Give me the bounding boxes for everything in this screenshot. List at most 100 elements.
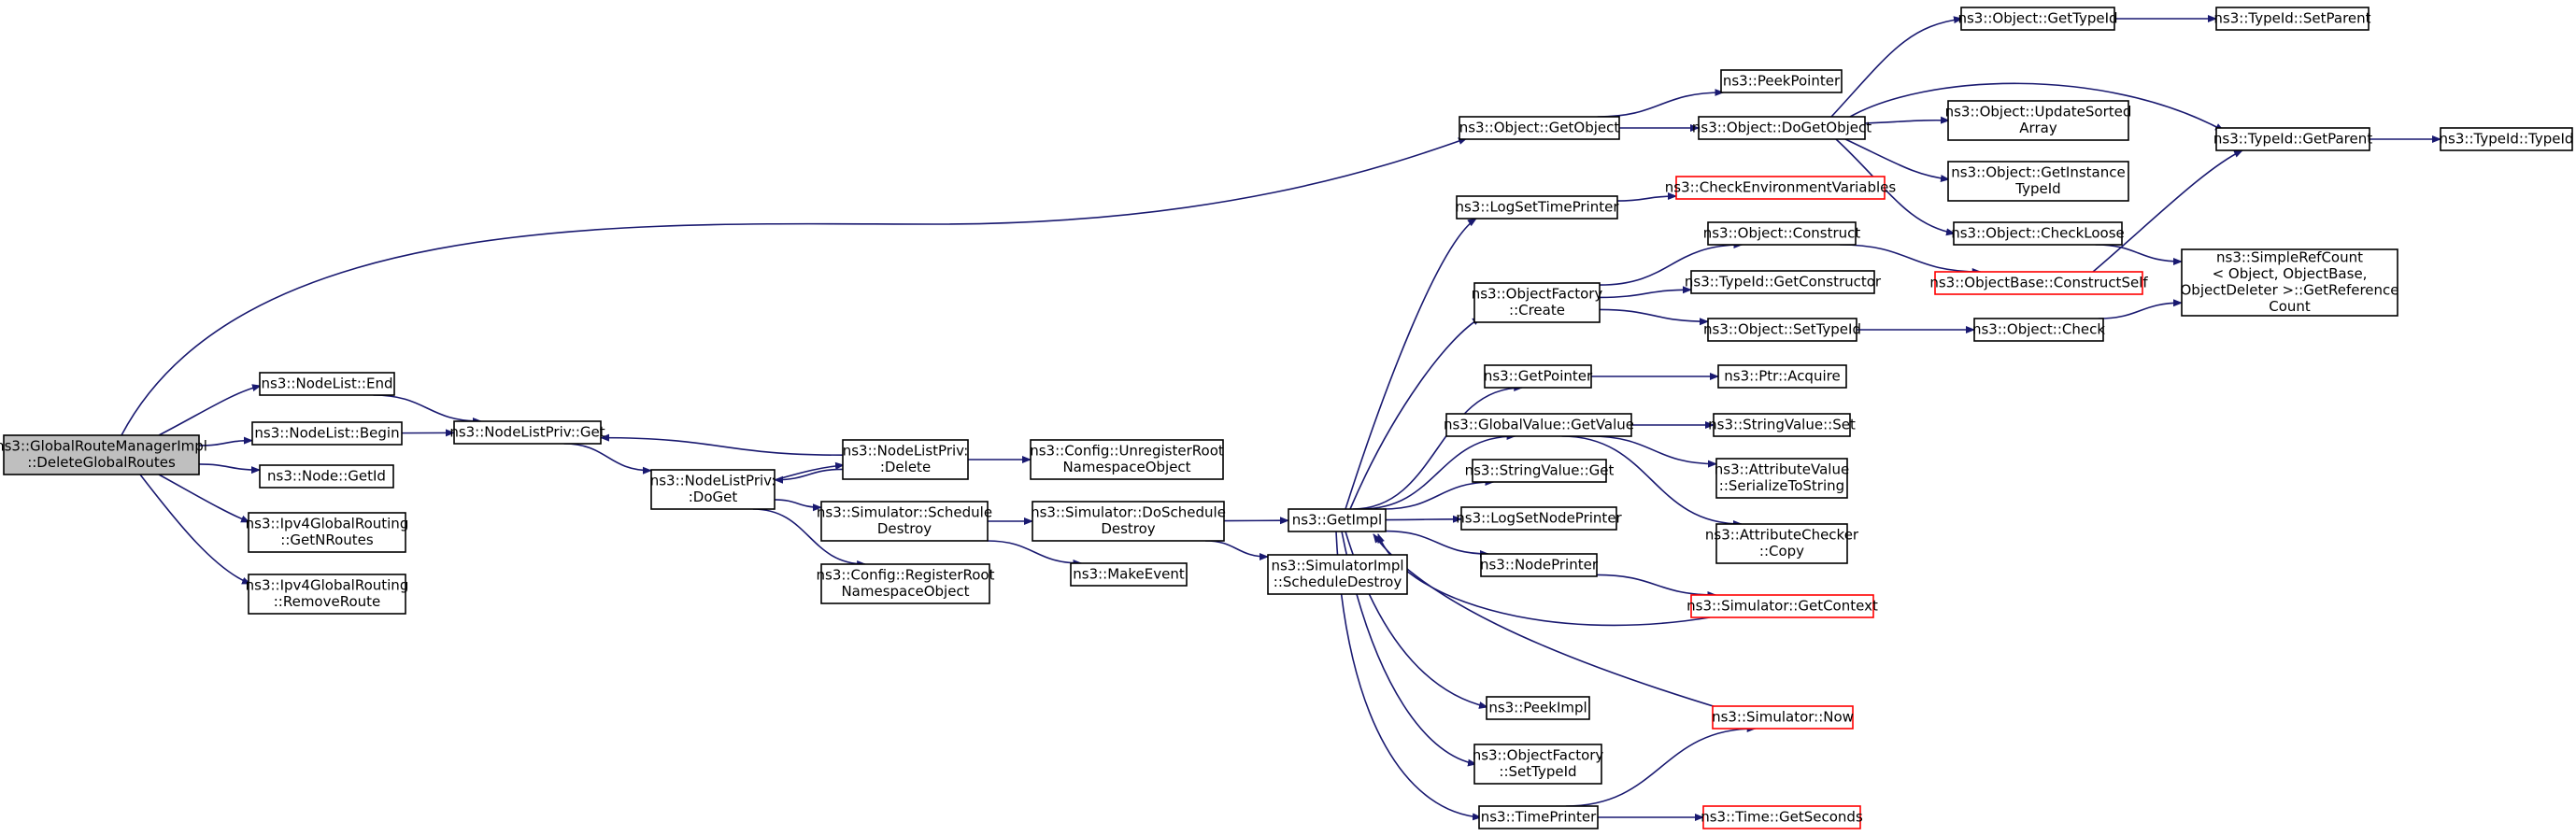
edge-line [2092,149,2243,273]
node-label: ns3::Node::GetId [267,467,386,484]
node-label: ns3::ObjectBase::ConstructSelf [1929,274,2148,290]
node-sv-set[interactable]: ns3::StringValue::Set [1708,413,1856,437]
node-getpointer[interactable]: ns3::GetPointer [1484,364,1593,389]
node-box [453,420,602,445]
node-label: ::SetTypeId [1499,763,1576,780]
node-srefcount[interactable]: ns3::SimpleRefCount< Object, ObjectBase,… [2180,248,2399,317]
node-obj-settypeid[interactable]: ns3::Object::SetTypeId [1703,318,1861,342]
node-label: ns3::Object::UpdateSorted [1945,104,2132,120]
node-typeid-setparent[interactable]: ns3::TypeId::SetParent [2213,7,2371,31]
node-box [251,421,403,446]
node-timeprinter[interactable]: ns3::TimePrinter [1478,805,1599,829]
node-box [1478,805,1599,829]
edge-nlp_delete-to-nlp_get [600,433,844,456]
node-box [259,372,395,396]
edge-obj_getobject-to-peekpointer [1597,89,1725,118]
node-box [1480,553,1598,577]
node-ac-copy[interactable]: ns3::AttributeChecker::Copy [1705,523,1859,564]
node-ptr-acquire[interactable]: ns3::Ptr::Acquire [1717,364,1847,389]
node-label: ns3::PeekImpl [1488,699,1587,716]
node-time-getseconds[interactable]: ns3::Time::GetSeconds [1701,805,1863,829]
node-objfactory-create[interactable]: ns3::ObjectFactory::Create [1472,282,1603,323]
node-label: ::ScheduleDestroy [1274,574,1402,590]
node-box [1707,221,1857,246]
edge-obj_dogetobject-to-obj_updatesorted [1864,116,1950,124]
node-ob-constructself[interactable]: ns3::ObjectBase::ConstructSelf [1929,271,2148,295]
edge-objfactory_create-to-obj_settypeid [1599,308,1709,326]
node-sv-get[interactable]: ns3::StringValue::Get [1465,459,1615,483]
node-logsetnode[interactable]: ns3::LogSetNodePrinter [1456,506,1623,531]
node-label: ns3::NodeList::Begin [254,424,399,441]
node-nl-begin[interactable]: ns3::NodeList::Begin [251,421,403,446]
node-gv-getvalue[interactable]: ns3::GlobalValue::GetValue [1444,413,1634,437]
node-obj-construct[interactable]: ns3::Object::Construct [1703,221,1861,246]
node-box [1707,318,1857,342]
node-root[interactable]: ns3::GlobalRouteManagerImpl::DeleteGloba… [0,434,207,475]
node-av-serialize[interactable]: ns3::AttributeValue::SerializeToString [1715,458,1849,499]
edge-root-to-ipv4_getn [158,474,250,523]
node-box [1473,282,1601,323]
node-label: Array [2019,120,2057,136]
node-cfg-unregister[interactable]: ns3::Config::UnregisterRootNamespaceObje… [1030,439,1224,480]
node-obj-check[interactable]: ns3::Object::Check [1972,318,2105,342]
node-label: ::DeleteGlobalRoutes [27,454,176,471]
node-label: Count [2269,298,2311,315]
node-box [3,434,200,475]
node-peekimpl[interactable]: ns3::PeekImpl [1486,696,1590,720]
node-nl-end[interactable]: ns3::NodeList::End [259,372,395,396]
node-label: ::Copy [1759,543,1804,560]
node-box [820,563,990,604]
node-logsettime[interactable]: ns3::LogSetTimePrinter [1455,195,1619,220]
edge-getimpl-to-logsettime [1345,218,1477,510]
edge-objfactory_create-to-typeid_getctor [1599,286,1692,299]
node-simimpl-sched[interactable]: ns3::SimulatorImpl::ScheduleDestroy [1267,554,1408,595]
node-checkenv[interactable]: ns3::CheckEnvironmentVariables [1665,176,1897,200]
node-label: ns3::Simulator::GetContext [1686,597,1878,614]
edge-line [774,461,845,481]
node-getimpl[interactable]: ns3::GetImpl [1288,508,1387,532]
node-obj-gettypeid[interactable]: ns3::Object::GetTypeId [1957,7,2118,31]
node-sim-getcontext[interactable]: ns3::Simulator::GetContext [1686,594,1878,618]
edge-getimpl-to-getpointer [1352,384,1524,510]
edge-line [1864,116,1950,124]
node-label: ::SerializeToString [1719,477,1844,494]
node-box [1690,270,1875,294]
node-box [650,469,776,510]
node-peekpointer[interactable]: ns3::PeekPointer [1720,69,1843,93]
node-box [842,439,969,480]
node-objfactory-settypeid[interactable]: ns3::ObjectFactory::SetTypeId [1473,744,1604,785]
node-label: ns3::NodeListPriv: [843,443,969,460]
node-label: Destroy [1101,520,1155,537]
node-nlp-get[interactable]: ns3::NodeListPriv::Get [449,420,605,445]
node-makeevent[interactable]: ns3::MakeEvent [1070,562,1188,587]
edge-line [1565,725,1757,807]
node-obj-dogetobject[interactable]: ns3::Object::DoGetObject [1692,116,1872,140]
node-box [1953,221,2123,246]
node-typeid-typeid[interactable]: ns3::TypeId::TypeId [2440,127,2574,151]
node-obj-getobject[interactable]: ns3::Object::GetObject [1459,116,1620,140]
node-nlp-delete[interactable]: ns3::NodeListPriv::Delete [842,439,969,480]
node-box [1702,805,1861,829]
node-typeid-getparent[interactable]: ns3::TypeId::GetParent [2213,127,2372,151]
node-typeid-getctor[interactable]: ns3::TypeId::GetConstructor [1685,270,1882,294]
edge-line [987,540,1083,567]
node-sim-sched[interactable]: ns3::Simulator::ScheduleDestroy [817,501,992,542]
edge-line [1385,515,1462,523]
node-node-getid[interactable]: ns3::Node::GetId [259,464,394,489]
node-nodeprinter[interactable]: ns3::NodePrinter [1480,553,1599,577]
node-nlp-doget[interactable]: ns3::NodeListPriv::DoGet [650,469,776,510]
edge-line [121,137,1468,436]
edge-getimpl-to-logsetnode [1385,515,1462,523]
edge-line [1345,218,1477,510]
edge-line [1599,286,1692,299]
node-ipv4-getn[interactable]: ns3::Ipv4GlobalRouting::GetNRoutes [246,512,409,553]
node-ipv4-remove[interactable]: ns3::Ipv4GlobalRouting::RemoveRoute [246,574,409,615]
node-obj-checkloose[interactable]: ns3::Object::CheckLoose [1951,221,2125,246]
node-sim-now[interactable]: ns3::Simulator::Now [1712,705,1854,730]
node-label: ns3::NodeListPriv: [650,473,776,489]
edge-layer [121,15,2441,821]
